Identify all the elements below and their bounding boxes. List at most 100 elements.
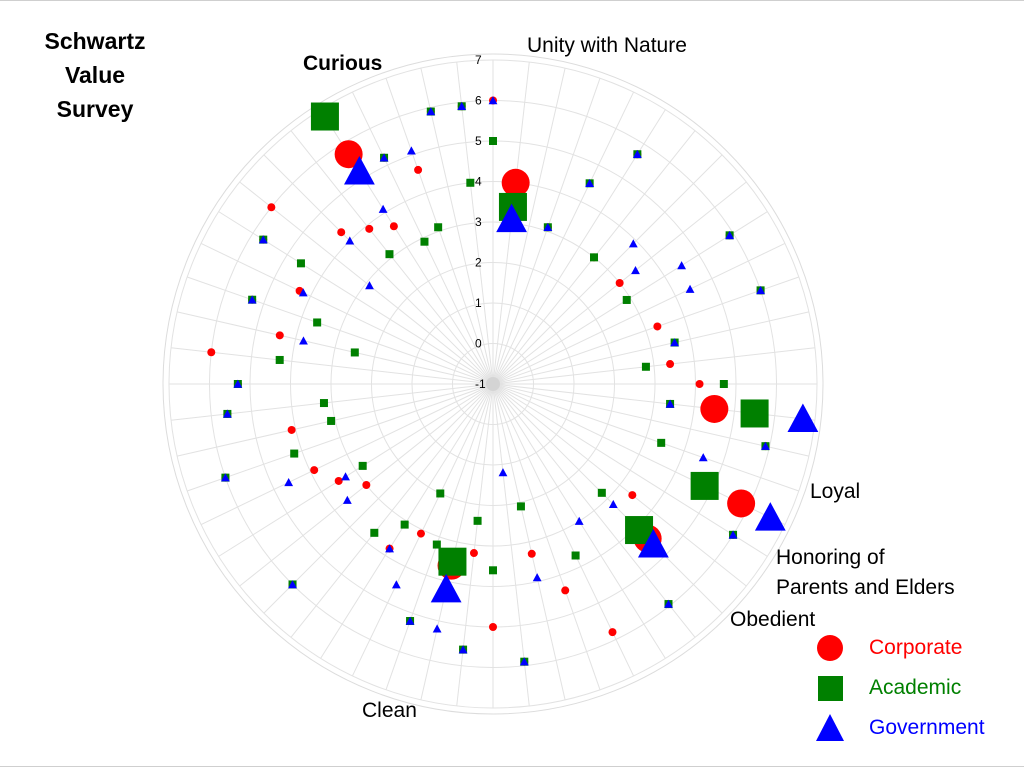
highlight-point-academic [690,471,719,500]
highlight-point-government [430,573,462,603]
data-point-government [670,338,680,347]
data-point-government [532,573,542,582]
data-point-government [728,530,738,539]
radial-tick-label: 4 [475,175,482,189]
data-point-government [677,261,687,270]
data-point-government [221,473,230,482]
data-point-government [222,409,232,418]
data-point-government [498,468,508,477]
grid-spoke [492,383,601,690]
data-point-government [631,265,640,275]
data-point-academic [400,520,409,529]
slide-bottom-border [0,766,1024,767]
data-point-academic [516,502,525,511]
data-point-corporate [310,466,319,475]
data-point-government [725,230,735,240]
data-point-government [761,441,770,450]
data-point-academic [319,399,328,408]
data-point-corporate [561,586,570,595]
data-point-government [632,149,642,158]
data-point-academic [434,223,443,232]
grid-spoke [492,154,723,385]
data-point-corporate [287,425,296,434]
highlight-point-academic [740,399,769,428]
data-point-corporate [615,278,624,287]
grid-spoke [492,383,635,677]
data-point-government [432,624,442,633]
grid-spoke [492,383,696,638]
data-point-academic [597,488,606,497]
slide-title: Schwartz Value Survey [44,28,146,122]
data-point-government [664,599,673,608]
grid-spoke [456,61,494,385]
data-point-corporate [275,331,284,340]
data-point-government [628,239,638,248]
data-point-academic [489,137,497,145]
highlight-point-corporate [334,140,363,169]
grid-spoke [170,347,494,385]
data-point-government [426,107,436,116]
data-point-government [341,472,350,481]
axis-label-curious: Curious [303,52,383,75]
radial-tick-label: 6 [475,94,482,108]
highlight-point-government [496,203,527,233]
legend-label-corporate: Corporate [869,636,963,659]
grid-spoke [263,383,494,614]
data-point-government [685,284,695,293]
data-point-government [608,499,618,509]
radial-tick-label: 7 [475,53,482,67]
highlight-point-government [344,155,375,185]
data-point-academic [571,551,580,560]
legend-circle-marker [817,635,843,661]
data-point-government [365,281,374,290]
grid-spoke [187,276,494,385]
axis-label-unity-with-nature: Unity with Nature [527,34,687,57]
data-point-academic [358,461,367,470]
data-point-government [698,453,708,462]
data-point-corporate [608,628,617,637]
grid-spoke [492,91,635,385]
data-point-academic [436,489,445,498]
grid-spoke [177,311,494,385]
radial-tick-label: 0 [475,337,482,351]
data-point-academic [719,380,728,388]
legend-triangle-marker [816,714,844,741]
grid-spoke [492,383,566,700]
data-point-government [379,153,389,162]
data-point-government [378,204,388,213]
grid-spoke [385,383,494,690]
axis-label-loyal: Loyal [810,480,861,503]
grid-spoke [492,383,747,587]
grid-spoke [420,68,494,385]
highlight-point-academic [310,102,339,131]
highlight-point-government [637,528,669,558]
grid-spoke [239,181,494,385]
data-point-government [543,222,553,232]
data-point-government [299,336,308,345]
grid-spoke [492,276,799,385]
legend-item-corporate: Corporate [812,630,1012,670]
data-point-government [457,101,467,111]
radial-tick-label: -1 [475,377,486,391]
highlight-point-government [787,403,819,433]
data-point-government [574,516,584,525]
data-point-government [405,616,415,625]
grid-spoke [492,242,786,385]
data-point-government [288,580,297,589]
data-point-academic [420,237,429,246]
radial-tick-label: 1 [475,296,482,310]
grid-spoke [492,383,530,707]
grid-spoke [492,347,816,385]
data-point-academic [350,348,359,357]
data-point-government [385,544,394,553]
grid-spoke [263,154,494,385]
data-point-corporate [695,380,704,388]
data-point-academic [327,416,336,425]
data-point-academic [641,362,650,371]
data-point-corporate [267,203,276,212]
data-point-government [519,657,529,666]
highlight-point-academic [438,547,467,576]
grid-spoke [492,383,809,457]
data-point-academic [313,318,322,327]
